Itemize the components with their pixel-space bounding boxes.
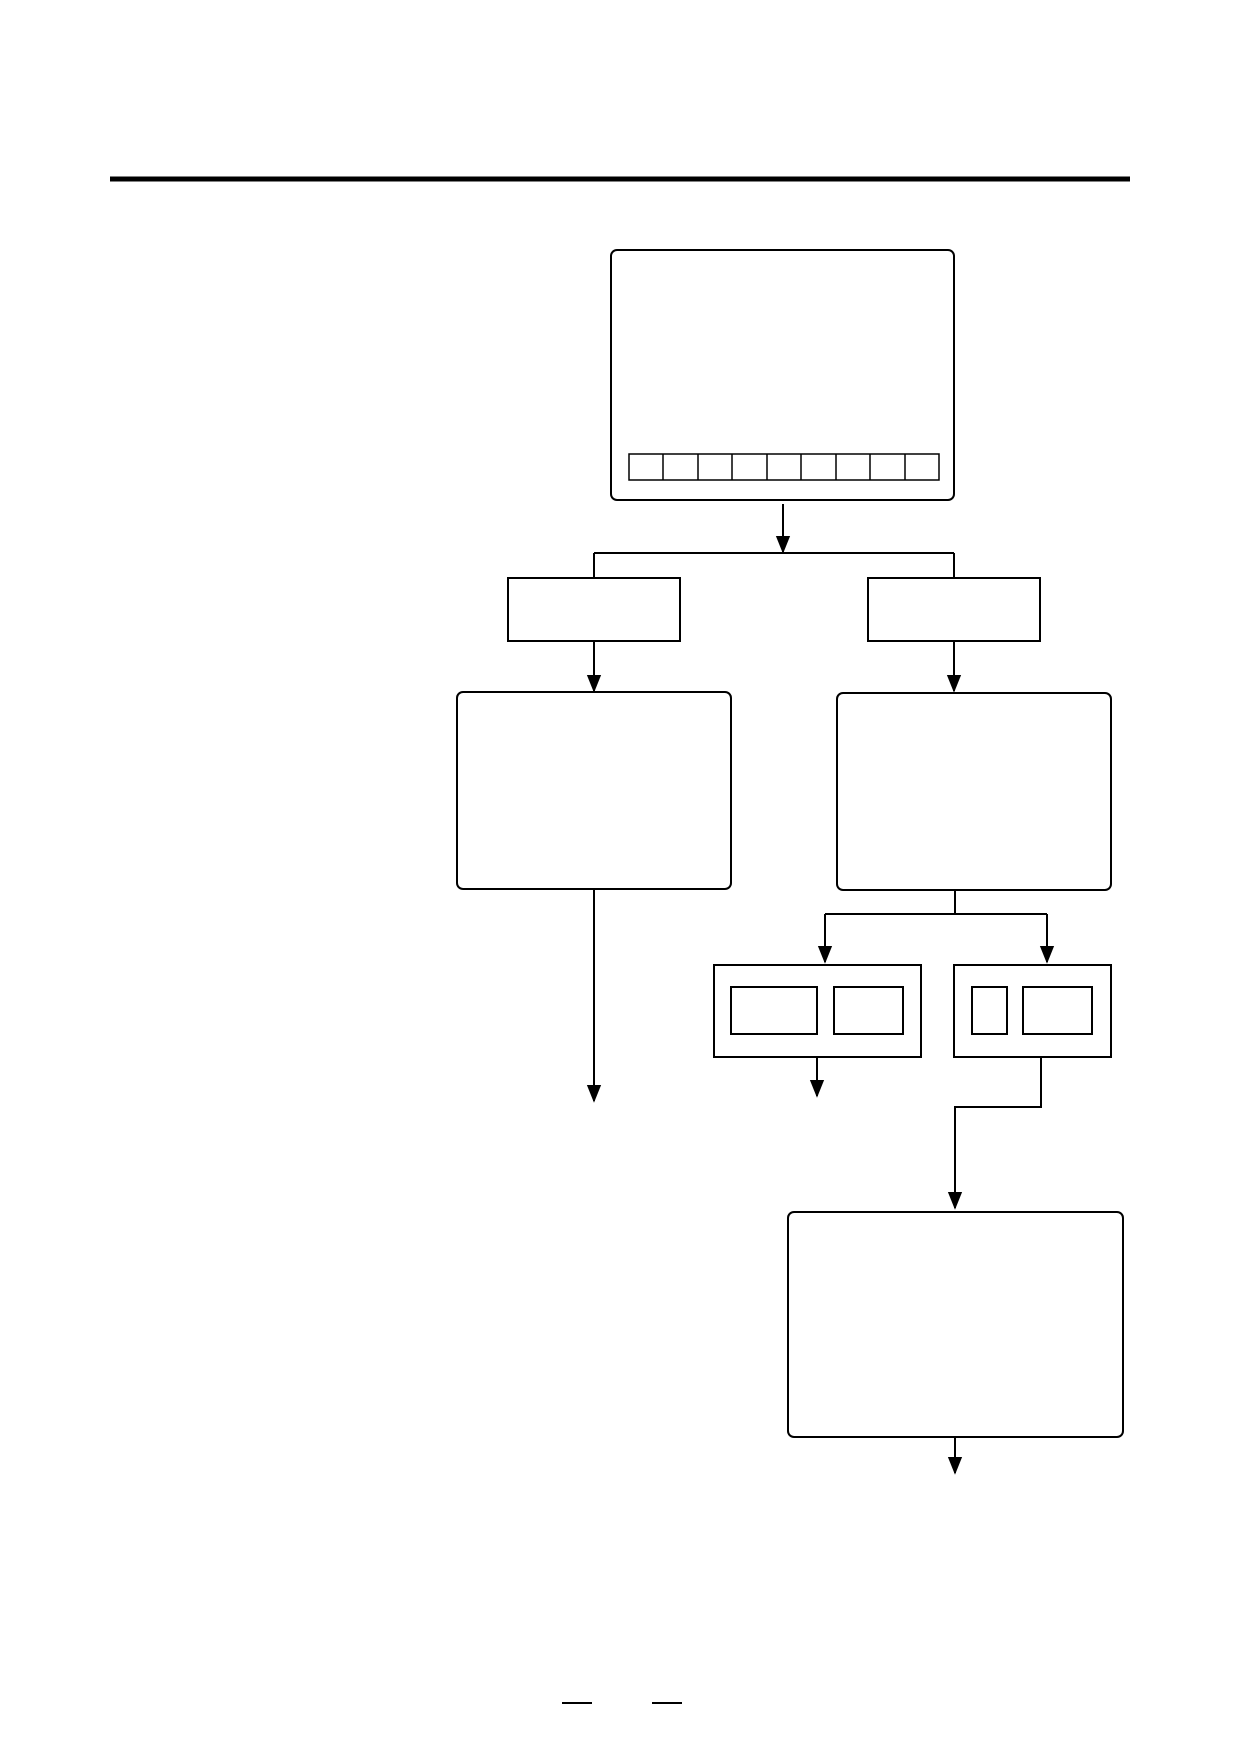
key-group-left-key-2 xyxy=(833,986,904,1035)
key-group-right-to-bottom-connector xyxy=(947,1057,1042,1210)
key-group-right-key-1 xyxy=(971,986,1008,1035)
soft-key-bar xyxy=(628,453,940,481)
key-group-right-key-2 xyxy=(1022,986,1093,1035)
right-screen xyxy=(836,692,1112,891)
bottom-screen xyxy=(787,1211,1124,1438)
branch-right-label-box xyxy=(867,577,1041,642)
left-screen xyxy=(456,691,732,890)
key-group-left xyxy=(713,964,922,1058)
key-group-right xyxy=(953,964,1112,1058)
branch-left-label-box xyxy=(507,577,681,642)
top-screen xyxy=(610,249,955,501)
key-group-left-key-1 xyxy=(730,986,818,1035)
